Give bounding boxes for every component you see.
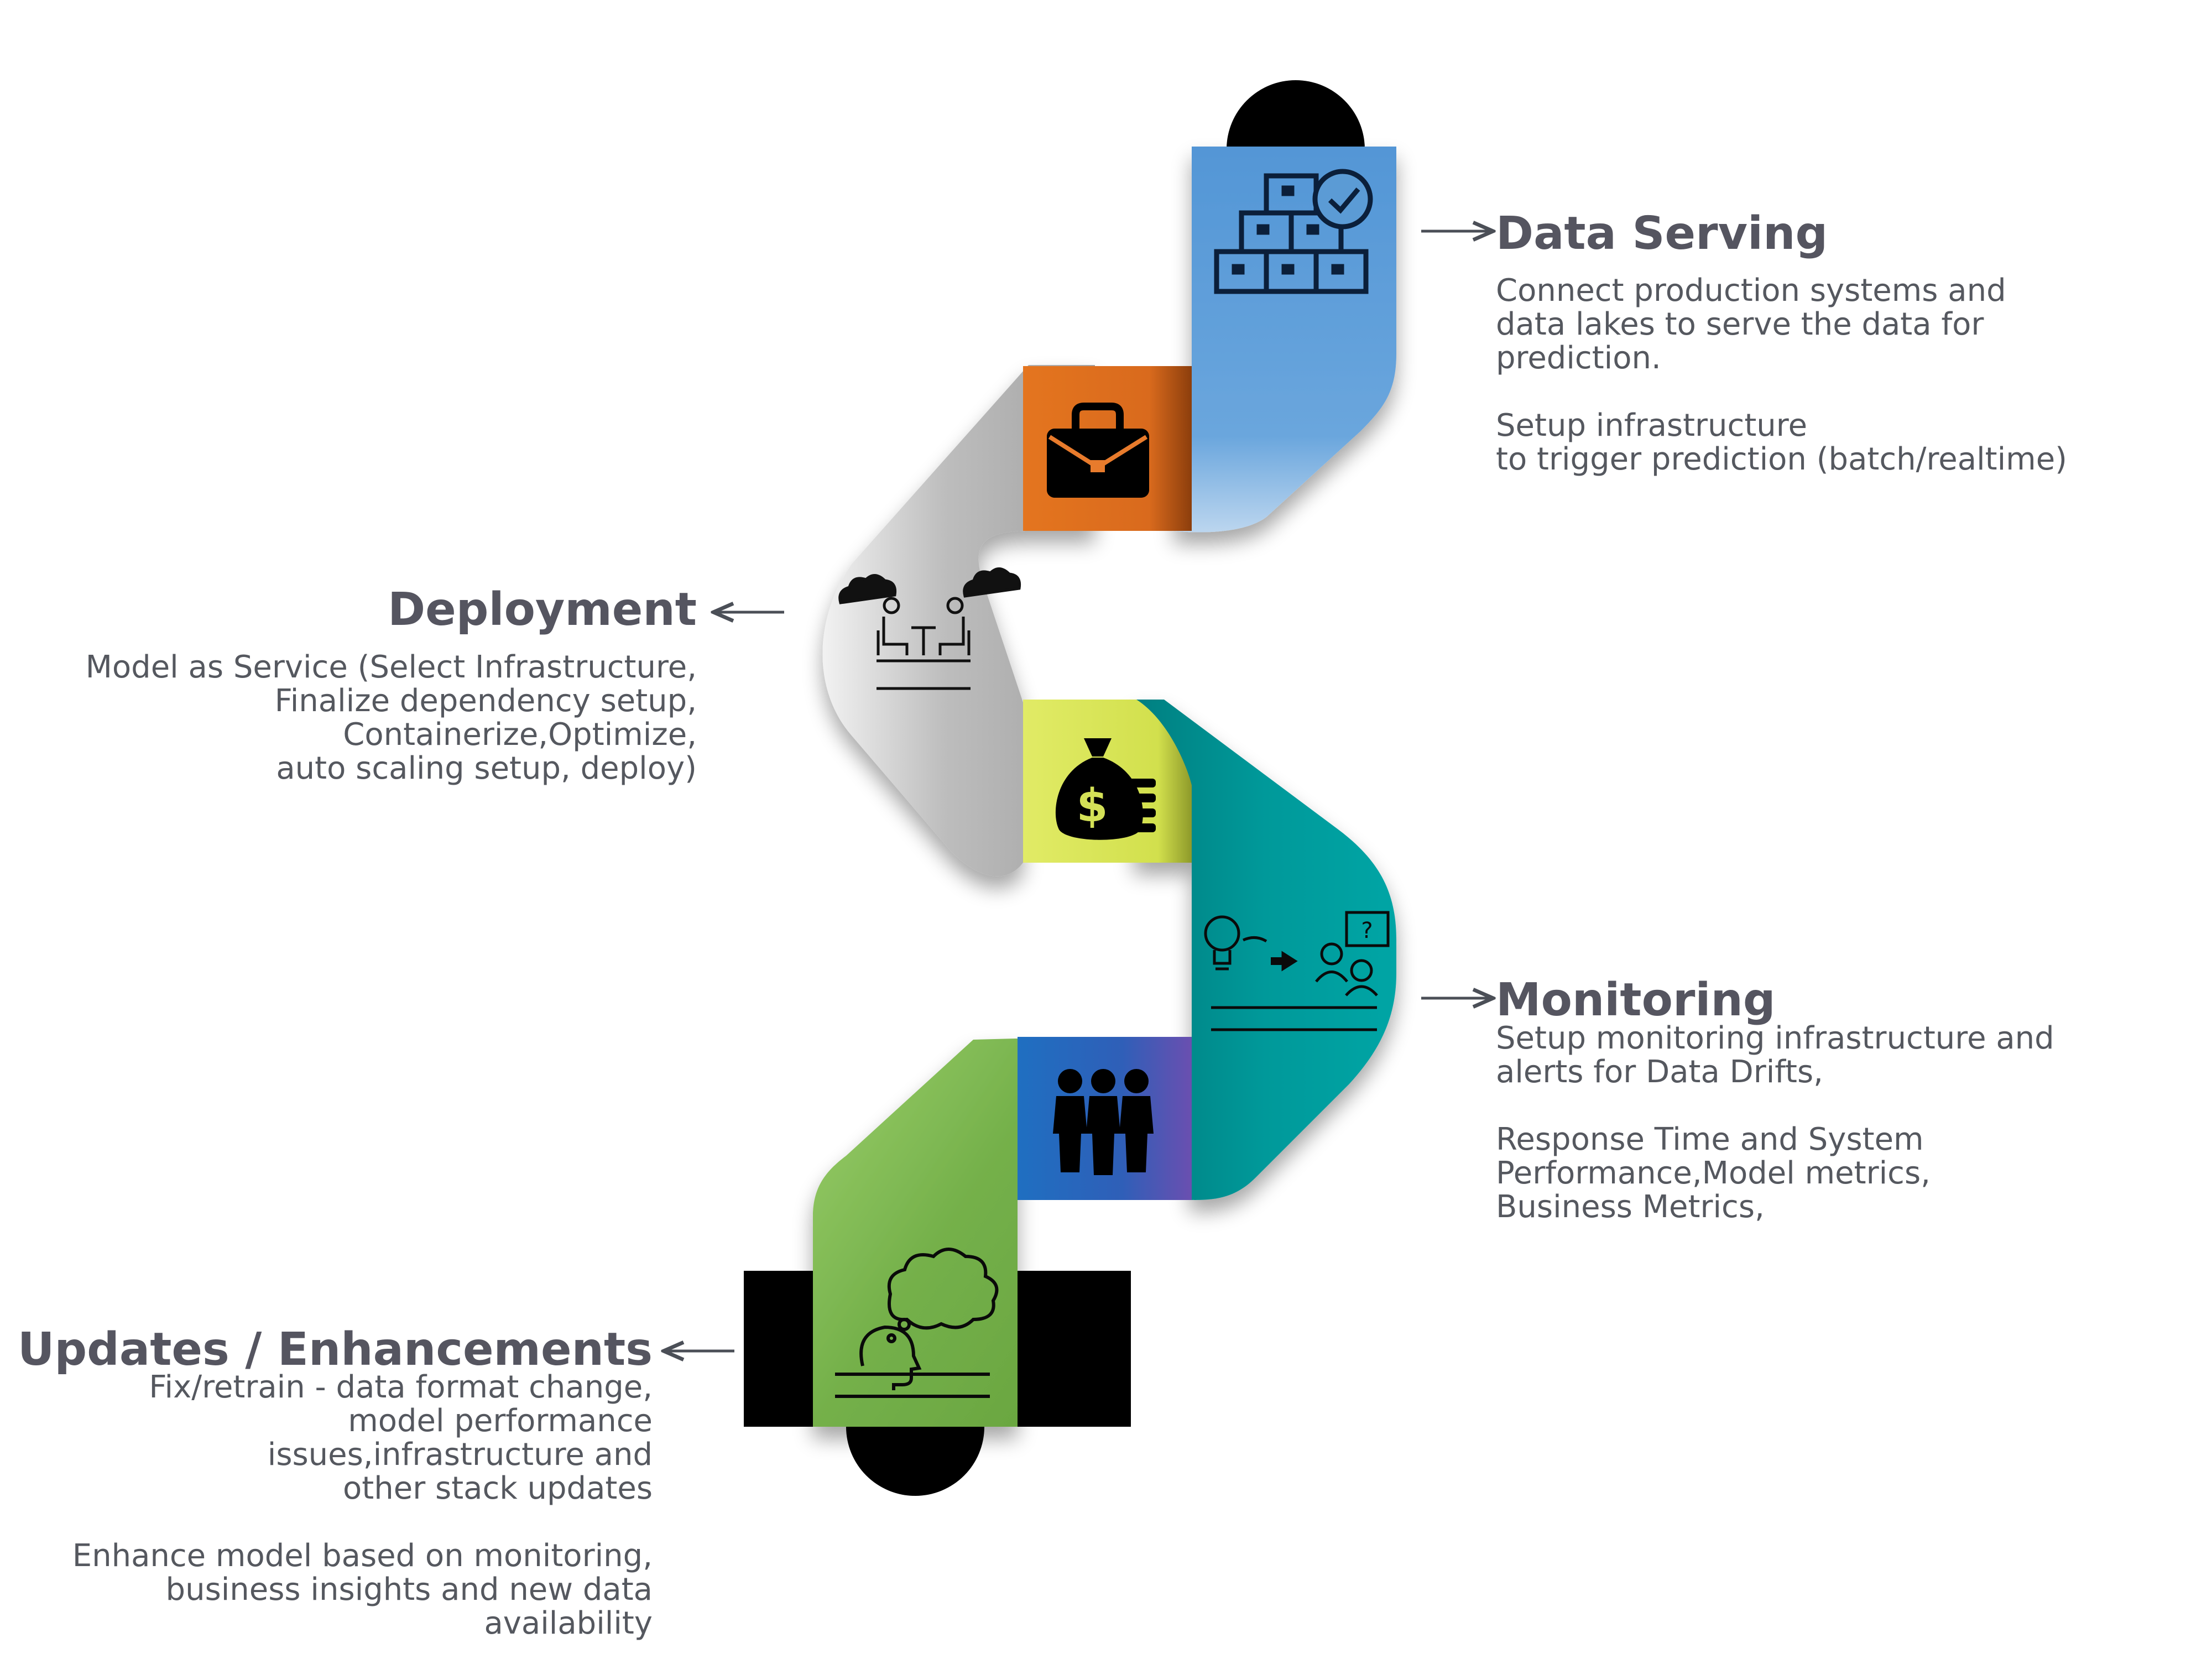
cloud-meeting-icon [838, 567, 1021, 690]
idea-presentation-icon: ? [1204, 911, 1390, 1031]
ribbon-teal [1134, 700, 1396, 1200]
money-bag-icon: $ [1055, 738, 1156, 840]
stage-title-monitoring: Monitoring [1496, 974, 1776, 1026]
stage-description-updates: Fix/retrain - data format change, model … [72, 1369, 653, 1641]
stage-description-deployment: Model as Service (Select Infrastructure,… [85, 649, 697, 786]
boxes-check-icon [1214, 169, 1373, 294]
team-icon [1053, 1069, 1154, 1175]
stage-title-updates: Updates / Enhancements [17, 1323, 653, 1376]
svg-text:$: $ [1076, 780, 1108, 832]
stage-title-data-serving: Data Serving [1496, 207, 1828, 260]
top-cap [1227, 80, 1365, 166]
thinking-head-icon [835, 1248, 999, 1398]
svg-text:?: ? [1361, 918, 1373, 943]
stage-description-monitoring: Setup monitoring infrastructure and aler… [1496, 1020, 2054, 1225]
stage-description-data-serving: Connect production systems and data lake… [1496, 273, 2067, 477]
bottom-cap [846, 1427, 984, 1496]
briefcase-icon [1047, 403, 1149, 498]
stage-title-deployment: Deployment [388, 583, 697, 636]
